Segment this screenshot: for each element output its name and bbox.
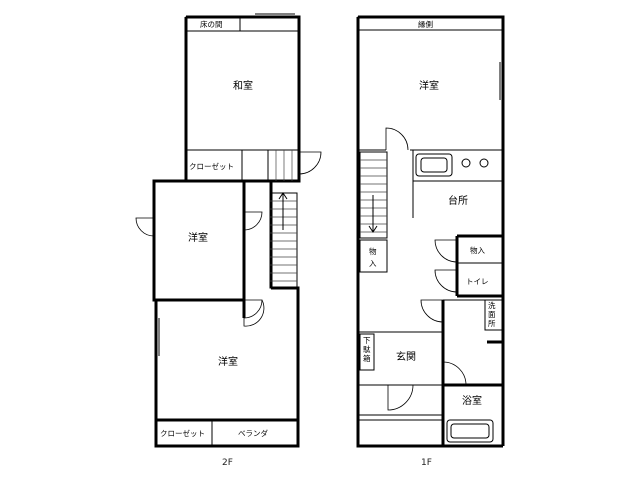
bathtub-icon	[446, 419, 494, 443]
door-toilet	[434, 269, 458, 293]
floor-label-2f: 2F	[222, 458, 233, 468]
door-2f-bottom-room	[243, 299, 263, 319]
tokonoma-outline	[185, 16, 300, 32]
sink-icon	[415, 153, 453, 177]
room-label-bathroom: 浴室	[462, 394, 482, 407]
stairs-1f	[359, 151, 388, 239]
door-2f-mid-right	[243, 211, 263, 231]
door-1f-yoshitsu	[385, 127, 409, 151]
room-label-storage-left: 物入	[369, 246, 377, 268]
room-label-entrance: 玄関	[396, 350, 416, 363]
floor-1f: 縁側 洋室	[356, 15, 505, 468]
room-label-kitchen: 台所	[448, 194, 468, 207]
door-2f-mid-left	[135, 217, 155, 237]
room-label-closet-top: クローゼット	[189, 161, 234, 171]
stove-burner-icon	[461, 158, 471, 168]
door-2f-balcony-side	[298, 151, 322, 175]
room-label-closet-bottom: クローゼット	[160, 428, 205, 438]
room-label-washitsu: 和室	[233, 79, 253, 92]
room-label-toilet: トイレ	[466, 277, 489, 286]
door-entrance	[387, 384, 414, 411]
door-bathroom	[442, 361, 467, 386]
door-washroom	[420, 299, 444, 323]
room-label-shoebox: 下駄箱	[363, 336, 371, 363]
door-storage-right	[434, 239, 458, 263]
floor-label-1f: 1F	[421, 458, 432, 468]
room-label-yoshitsu-bottom: 洋室	[218, 355, 238, 368]
room-label-yoshitsu-1f: 洋室	[419, 79, 439, 92]
stairs-2f	[269, 192, 298, 289]
room-label-veranda: ベランダ	[238, 428, 268, 438]
stove-burner-icon	[479, 158, 489, 168]
floor-2f: 床の間 和室 クローゼット	[135, 13, 322, 468]
room-label-tokonoma: 床の間	[200, 19, 223, 29]
room-label-storage-right: 物入	[470, 245, 485, 255]
room-label-yoshitsu-mid: 洋室	[188, 231, 208, 244]
room-label-washroom: 洗面所	[488, 300, 496, 328]
room-label-engawa: 縁側	[418, 19, 433, 29]
